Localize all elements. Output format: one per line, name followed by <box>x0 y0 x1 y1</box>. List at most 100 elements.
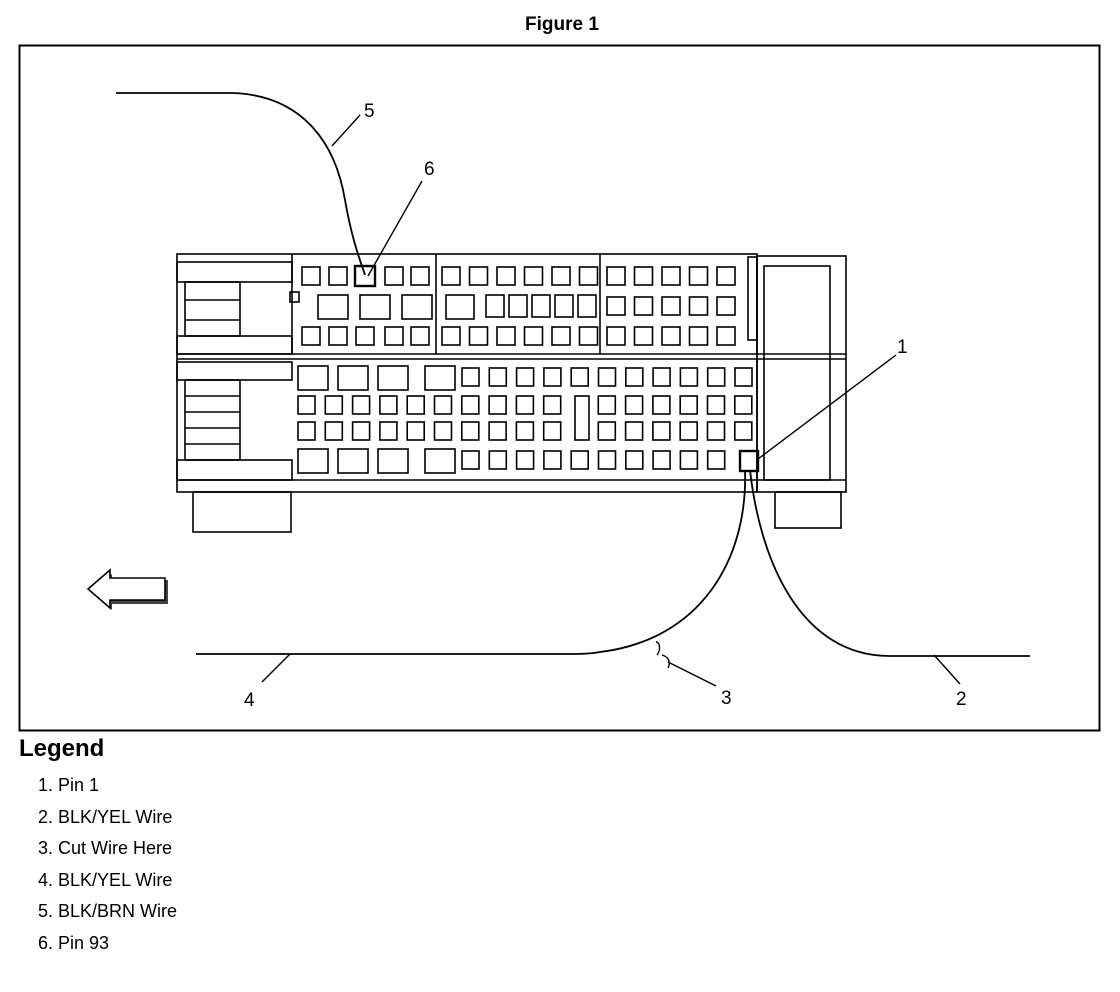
cavity <box>624 395 644 415</box>
cavity <box>661 326 681 346</box>
legend-item-label: BLK/YEL Wire <box>58 869 173 890</box>
cavity <box>624 450 644 470</box>
left-tab-lower-2 <box>176 459 293 481</box>
cavity <box>578 266 599 286</box>
leader-1 <box>757 354 897 460</box>
cavity <box>355 326 375 346</box>
cavity <box>488 395 507 415</box>
cavity <box>441 326 461 346</box>
cavity <box>488 367 508 387</box>
cavity <box>406 395 426 415</box>
wire-blk-yel-right <box>749 469 1030 657</box>
pin-1 <box>738 449 760 473</box>
cavity <box>328 266 348 286</box>
cavity <box>445 294 475 320</box>
connector-foot-left <box>192 491 292 533</box>
wire-blk-brn <box>116 92 366 276</box>
cavity <box>359 294 391 320</box>
cavity <box>688 266 709 286</box>
cavity <box>297 395 316 415</box>
cavity <box>679 421 699 441</box>
cavity <box>377 365 409 391</box>
cavity <box>679 395 699 415</box>
cavity <box>468 266 489 286</box>
cavity <box>461 367 480 387</box>
cavity <box>485 294 505 318</box>
cavity <box>633 326 654 346</box>
cavity <box>351 395 371 415</box>
leader-6 <box>367 180 423 277</box>
cavity <box>324 421 344 441</box>
cavity <box>460 421 480 441</box>
cavity <box>652 421 671 441</box>
cavity <box>577 294 597 318</box>
legend-item-label: Pin 1 <box>58 775 100 795</box>
cavity <box>401 294 433 320</box>
cavity <box>515 395 535 415</box>
cavity <box>551 266 571 286</box>
cavity <box>606 266 626 286</box>
cavity <box>410 326 430 346</box>
cavity <box>543 367 562 387</box>
legend-item: 2. BLK/YEL Wire <box>38 806 177 838</box>
cavity <box>578 326 599 346</box>
figure-title: Figure 1 <box>525 14 599 35</box>
callout-5: 5 <box>364 101 375 122</box>
leader-4 <box>261 653 291 683</box>
leader-2 <box>933 654 961 685</box>
cavity <box>384 266 404 286</box>
cavity <box>716 326 736 346</box>
cavity <box>297 365 329 391</box>
cavity <box>679 450 699 470</box>
cavity <box>351 421 371 441</box>
callout-3: 3 <box>721 688 732 709</box>
wire-blk-yel-left <box>196 469 746 655</box>
cavity <box>570 450 590 470</box>
figure-frame <box>18 44 1101 732</box>
cavity <box>652 450 671 470</box>
cavity <box>733 395 753 415</box>
cavity <box>706 395 726 415</box>
cavity <box>297 448 329 474</box>
cavity <box>543 450 562 470</box>
cavity <box>688 326 709 346</box>
cavity <box>461 450 480 470</box>
callout-2: 2 <box>956 689 967 710</box>
cavity <box>424 365 456 391</box>
cavity <box>597 395 617 415</box>
cavity <box>317 294 349 320</box>
cavity <box>706 450 726 470</box>
cavity <box>301 326 321 346</box>
cavity <box>424 448 456 474</box>
cavity <box>734 367 753 387</box>
connector-right-extension <box>756 255 847 493</box>
legend-item-number: 4. <box>38 869 54 890</box>
cavity <box>706 421 726 441</box>
legend-item-number: 3. <box>38 838 54 859</box>
leader-3 <box>667 661 717 687</box>
cavity <box>496 266 516 286</box>
cavity <box>301 266 321 286</box>
callout-6: 6 <box>424 159 435 180</box>
cavity <box>531 294 551 318</box>
cavity <box>337 365 369 391</box>
cavity <box>406 421 426 441</box>
cavity <box>597 367 617 387</box>
cavity <box>441 266 461 286</box>
cavity <box>337 448 369 474</box>
cavity <box>706 367 726 387</box>
callout-4: 4 <box>244 690 255 711</box>
cavity <box>460 395 480 415</box>
legend-item: 3. Cut Wire Here <box>38 837 177 869</box>
cavity <box>515 450 535 470</box>
cavity <box>488 450 508 470</box>
callout-1: 1 <box>897 337 908 358</box>
cavity <box>468 326 489 346</box>
cavity <box>633 296 654 316</box>
legend-item-label: Pin 93 <box>58 932 110 953</box>
cavity <box>515 421 535 441</box>
cavity <box>716 296 736 316</box>
cavity <box>324 395 344 415</box>
cavity <box>377 448 409 474</box>
legend-item: 5. BLK/BRN Wire <box>38 900 177 932</box>
